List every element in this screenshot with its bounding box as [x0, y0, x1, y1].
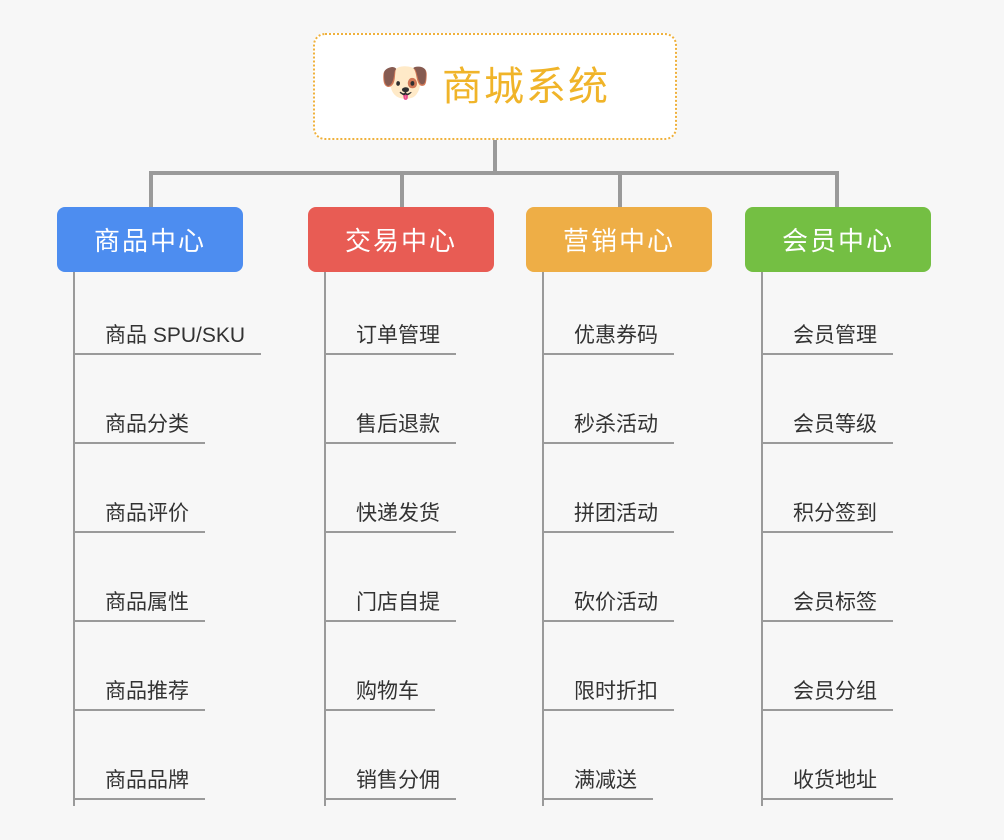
leaf-label: 会员标签 — [763, 590, 893, 622]
leaf-label: 限时折扣 — [544, 679, 674, 711]
shiba-dog-icon: 🐶 — [380, 60, 430, 105]
list-item[interactable]: 购物车 — [326, 628, 494, 717]
category-header-product[interactable]: 商品中心 — [57, 207, 243, 272]
connector-drop-4 — [835, 171, 839, 209]
leaf-label: 会员等级 — [763, 412, 893, 444]
leaf-label: 会员管理 — [763, 323, 893, 355]
list-item[interactable]: 限时折扣 — [544, 628, 712, 717]
list-item[interactable]: 商品推荐 — [75, 628, 243, 717]
list-item[interactable]: 商品品牌 — [75, 717, 243, 806]
category-header-label: 交易中心 — [344, 226, 457, 256]
leaf-label: 门店自提 — [326, 590, 456, 622]
leaf-label: 秒杀活动 — [544, 412, 674, 444]
leaf-label: 快递发货 — [326, 501, 456, 533]
list-item[interactable]: 门店自提 — [326, 539, 494, 628]
leaf-label: 商品 SPU/SKU — [75, 323, 262, 355]
list-item[interactable]: 商品 SPU/SKU — [75, 272, 262, 361]
connector-root-stem — [493, 140, 497, 173]
leaf-list-trade: 订单管理 售后退款 快递发货 门店自提 购物车 销售分佣 — [324, 272, 494, 806]
list-item[interactable]: 售后退款 — [326, 361, 494, 450]
list-item[interactable]: 满减送 — [544, 717, 712, 806]
list-item[interactable]: 会员等级 — [763, 361, 931, 450]
leaf-label: 砍价活动 — [544, 590, 674, 622]
connector-drop-1 — [149, 171, 153, 209]
list-item[interactable]: 商品属性 — [75, 539, 243, 628]
category-header-member[interactable]: 会员中心 — [745, 207, 931, 272]
category-header-trade[interactable]: 交易中心 — [308, 207, 494, 272]
list-item[interactable]: 商品分类 — [75, 361, 243, 450]
leaf-label: 销售分佣 — [326, 768, 456, 800]
list-item[interactable]: 优惠券码 — [544, 272, 712, 361]
list-item[interactable]: 会员管理 — [763, 272, 931, 361]
leaf-list-marketing: 优惠券码 秒杀活动 拼团活动 砍价活动 限时折扣 满减送 — [542, 272, 712, 806]
leaf-label: 售后退款 — [326, 412, 456, 444]
list-item[interactable]: 销售分佣 — [326, 717, 494, 806]
list-item[interactable]: 秒杀活动 — [544, 361, 712, 450]
list-item[interactable]: 快递发货 — [326, 450, 494, 539]
leaf-label: 订单管理 — [326, 323, 456, 355]
list-item[interactable]: 砍价活动 — [544, 539, 712, 628]
connector-drop-3 — [618, 171, 622, 209]
list-item[interactable]: 会员分组 — [763, 628, 931, 717]
list-item[interactable]: 收货地址 — [763, 717, 931, 806]
leaf-list-product: 商品 SPU/SKU 商品分类 商品评价 商品属性 商品推荐 商品品牌 — [73, 272, 262, 806]
leaf-label: 商品推荐 — [75, 679, 205, 711]
leaf-label: 满减送 — [544, 768, 653, 800]
category-header-label: 营销中心 — [562, 226, 675, 256]
category-header-marketing[interactable]: 营销中心 — [526, 207, 712, 272]
leaf-label: 收货地址 — [763, 768, 893, 800]
leaf-label: 商品评价 — [75, 501, 205, 533]
connector-horizontal-bus — [149, 171, 839, 175]
category-header-label: 会员中心 — [781, 226, 894, 256]
list-item[interactable]: 会员标签 — [763, 539, 931, 628]
leaf-label: 积分签到 — [763, 501, 893, 533]
list-item[interactable]: 商品评价 — [75, 450, 243, 539]
list-item[interactable]: 订单管理 — [326, 272, 494, 361]
leaf-label: 会员分组 — [763, 679, 893, 711]
list-item[interactable]: 拼团活动 — [544, 450, 712, 539]
root-node-title: 商城系统 — [442, 64, 610, 109]
leaf-label: 商品分类 — [75, 412, 205, 444]
leaf-label: 拼团活动 — [544, 501, 674, 533]
leaf-label: 商品属性 — [75, 590, 205, 622]
list-item[interactable]: 积分签到 — [763, 450, 931, 539]
category-column-product: 商品中心 商品 SPU/SKU 商品分类 商品评价 商品属性 商品推荐 商品品牌 — [57, 207, 262, 806]
category-header-label: 商品中心 — [93, 226, 206, 256]
connector-drop-2 — [400, 171, 404, 209]
leaf-label: 购物车 — [326, 679, 435, 711]
category-column-member: 会员中心 会员管理 会员等级 积分签到 会员标签 会员分组 收货地址 — [745, 207, 931, 806]
category-column-trade: 交易中心 订单管理 售后退款 快递发货 门店自提 购物车 销售分佣 — [308, 207, 494, 806]
leaf-label: 商品品牌 — [75, 768, 205, 800]
leaf-list-member: 会员管理 会员等级 积分签到 会员标签 会员分组 收货地址 — [761, 272, 931, 806]
category-column-marketing: 营销中心 优惠券码 秒杀活动 拼团活动 砍价活动 限时折扣 满减送 — [526, 207, 712, 806]
leaf-label: 优惠券码 — [544, 323, 674, 355]
root-node-mall-system[interactable]: 🐶 商城系统 — [313, 33, 677, 140]
